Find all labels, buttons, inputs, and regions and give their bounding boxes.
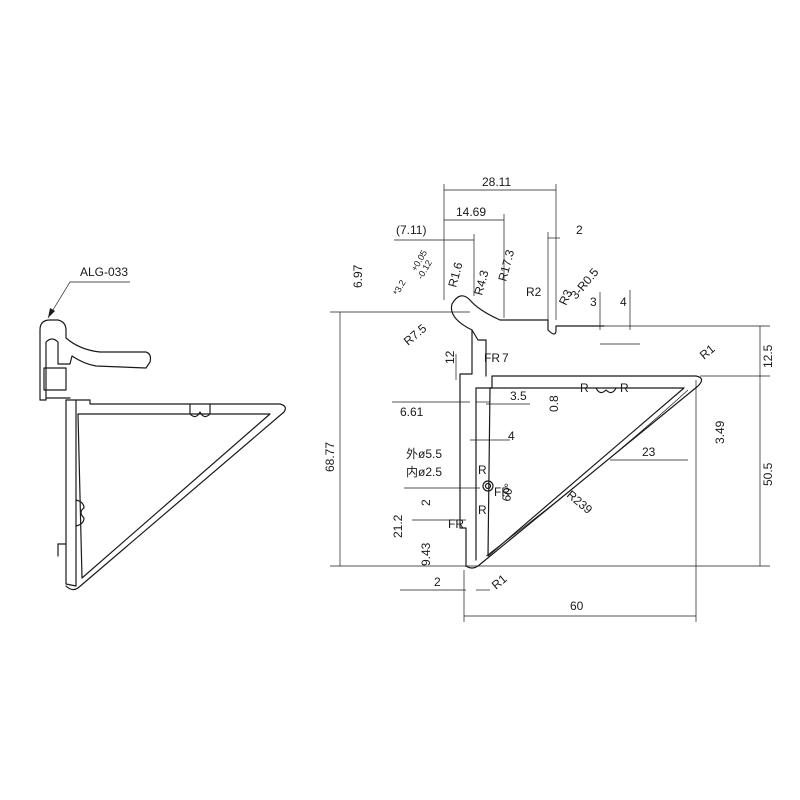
dim-9-43: 9.43	[419, 542, 433, 566]
dim-3: 3	[590, 295, 597, 309]
sketch-side-clip	[75, 499, 85, 527]
sketch-leader-arrow	[48, 308, 55, 318]
hole-inner	[484, 482, 492, 490]
dim-21-2: 21.2	[391, 514, 405, 538]
profile-drawing: 28.11 14.69 (7.11) 2 6.97 *3.2 +0.05 -0.…	[323, 175, 775, 622]
dim-r239: R239	[564, 488, 595, 517]
dim-12-5: 12.5	[761, 344, 775, 368]
dim-r3: R3	[556, 287, 575, 307]
profile-arm-clip	[595, 387, 617, 394]
dim-50-5: 50.5	[761, 462, 775, 486]
dim-4-mid: 4	[508, 429, 515, 443]
dim-r7-5: R7.5	[401, 321, 430, 348]
dim-3-49: 3.49	[713, 420, 727, 444]
dim-r4-3: R4.3	[471, 268, 491, 296]
dim-tol: *3.2	[391, 278, 408, 297]
dim-inner-dia: 内ø2.5	[406, 465, 442, 479]
dim-14-69: 14.69	[456, 205, 486, 219]
dim-outer-dia: 外ø5.5	[406, 447, 442, 461]
dim-r2: R2	[526, 285, 542, 299]
hole-outer	[482, 480, 494, 492]
label-fr-2: FR	[494, 485, 510, 499]
dim-12: 12	[443, 350, 457, 364]
sketch-vertical-plate	[65, 399, 77, 587]
profile-arm-inner	[487, 387, 685, 557]
label-r-c: R	[478, 463, 487, 477]
dim-23: 23	[642, 445, 656, 459]
label-fr-3: FR	[448, 517, 464, 531]
dim-r1-right: R1	[697, 342, 718, 363]
dim-6-61: 6.61	[400, 405, 424, 419]
dim-r1-bottom: R1	[489, 572, 510, 593]
dim-7: 7	[502, 351, 509, 365]
dim-r1-6: R1.6	[445, 260, 465, 288]
profile-sketch: ALG-033	[39, 265, 286, 591]
sketch-top-arm	[65, 399, 286, 591]
profile-inner	[465, 375, 703, 569]
dimension-lines	[330, 184, 770, 622]
dim-28-11: 28.11	[482, 175, 511, 189]
profile-outer	[450, 295, 605, 567]
label-r-b: R	[620, 381, 629, 395]
dim-2-bottom: 2	[434, 575, 441, 589]
dim-60: 60	[570, 599, 584, 613]
label-r-d: R	[478, 503, 487, 517]
sketch-inner-arm	[77, 413, 271, 579]
sketch-arm-clip	[189, 403, 211, 418]
arc-r239	[485, 389, 689, 557]
label-r-a: R	[580, 381, 589, 395]
part-label: ALG-033	[80, 265, 128, 279]
dim-68-77: 68.77	[323, 442, 337, 472]
dim-6-97: 6.97	[351, 264, 365, 288]
dim-2-mid: 2	[419, 499, 433, 506]
sketch-leader	[47, 281, 130, 319]
dim-60-deg: 60°	[499, 482, 516, 502]
dim-r17-3: R17.3	[495, 248, 517, 283]
sketch-hook	[39, 319, 152, 401]
dim-3-5: 3.5	[510, 389, 527, 403]
dim-4-top: 4	[620, 295, 627, 309]
profile-top-step	[471, 329, 487, 377]
label-fr-1: FR	[484, 351, 500, 365]
dim-7-11: (7.11)	[396, 223, 426, 237]
sketch-window	[43, 367, 67, 391]
dim-2-top: 2	[576, 223, 583, 237]
dim-0-8: 0.8	[547, 395, 561, 412]
